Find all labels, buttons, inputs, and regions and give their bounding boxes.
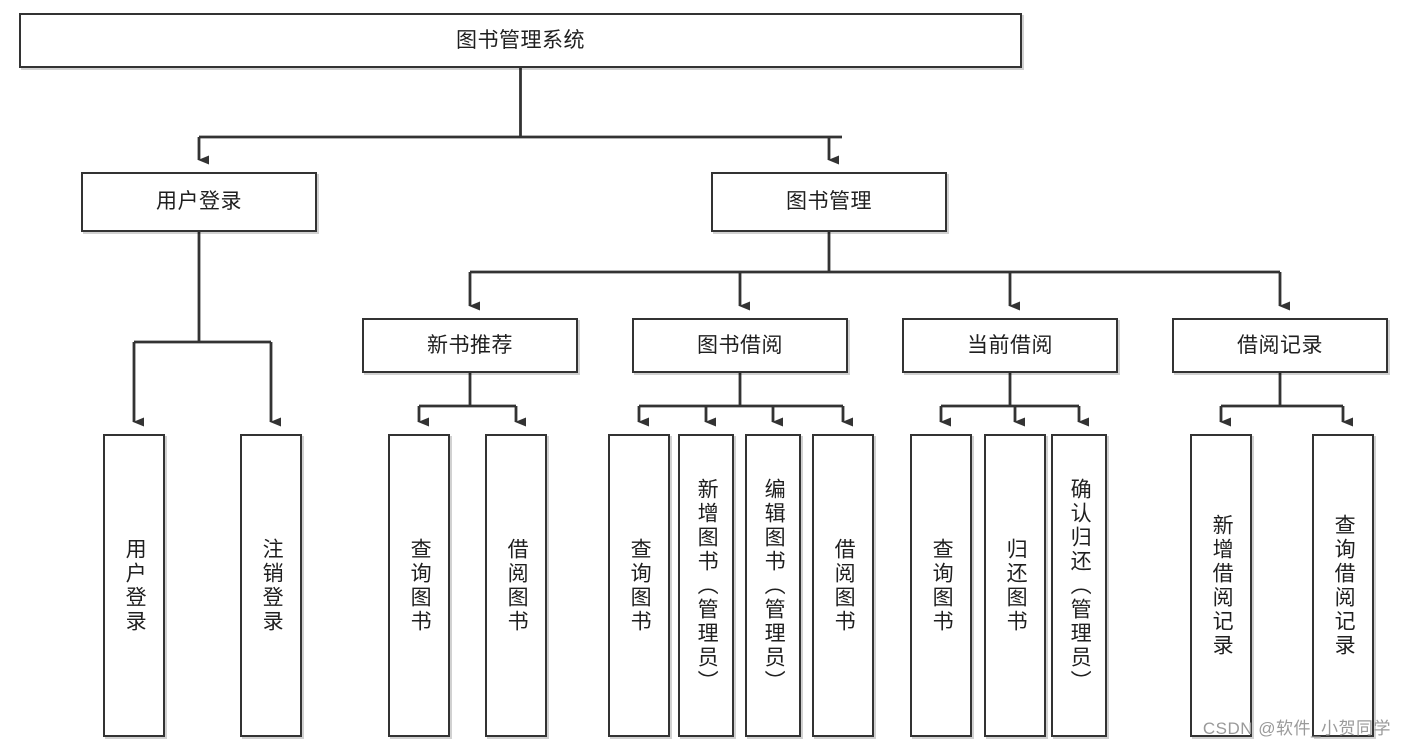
node-leaf-confirm-return-label: 确认归还（管理员） xyxy=(1068,477,1092,694)
node-leaf-borrow-book-2[interactable]: 借阅图书 xyxy=(812,434,874,737)
node-leaf-query-borrow-record-label: 查询借阅记录 xyxy=(1332,513,1356,658)
node-book-borrow-label: 图书借阅 xyxy=(697,333,783,357)
node-leaf-add-borrow-record[interactable]: 新增借阅记录 xyxy=(1190,434,1252,737)
node-leaf-query-book-2-label: 查询图书 xyxy=(628,537,652,634)
node-current-borrow[interactable]: 当前借阅 xyxy=(902,318,1118,373)
node-leaf-borrow-book-2-label: 借阅图书 xyxy=(832,537,856,634)
node-borrow-record[interactable]: 借阅记录 xyxy=(1172,318,1388,373)
node-leaf-edit-book-label: 编辑图书（管理员） xyxy=(762,477,786,694)
node-leaf-edit-book[interactable]: 编辑图书（管理员） xyxy=(745,434,801,737)
node-leaf-return-book[interactable]: 归还图书 xyxy=(984,434,1046,737)
node-book-manage-label: 图书管理 xyxy=(786,190,872,214)
node-book-borrow[interactable]: 图书借阅 xyxy=(632,318,848,373)
node-leaf-query-book-2[interactable]: 查询图书 xyxy=(608,434,670,737)
node-leaf-query-borrow-record[interactable]: 查询借阅记录 xyxy=(1312,434,1374,737)
node-user-login[interactable]: 用户登录 xyxy=(81,172,317,232)
node-borrow-record-label: 借阅记录 xyxy=(1237,333,1323,357)
node-leaf-query-book-1[interactable]: 查询图书 xyxy=(388,434,450,737)
node-leaf-query-book-3[interactable]: 查询图书 xyxy=(910,434,972,737)
node-leaf-borrow-book-1-label: 借阅图书 xyxy=(505,537,529,634)
node-new-book-recommend[interactable]: 新书推荐 xyxy=(362,318,578,373)
node-user-login-label: 用户登录 xyxy=(156,190,242,214)
node-leaf-add-book-label: 新增图书（管理员） xyxy=(695,477,719,694)
node-leaf-user-login[interactable]: 用户登录 xyxy=(103,434,165,737)
node-root-label: 图书管理系统 xyxy=(456,28,585,52)
node-leaf-query-book-3-label: 查询图书 xyxy=(930,537,954,634)
node-book-manage[interactable]: 图书管理 xyxy=(711,172,947,232)
node-leaf-return-book-label: 归还图书 xyxy=(1004,537,1028,634)
node-root[interactable]: 图书管理系统 xyxy=(19,13,1022,68)
node-leaf-add-borrow-record-label: 新增借阅记录 xyxy=(1210,513,1234,658)
node-leaf-user-logout[interactable]: 注销登录 xyxy=(240,434,302,737)
node-leaf-confirm-return[interactable]: 确认归还（管理员） xyxy=(1051,434,1107,737)
node-leaf-user-login-label: 用户登录 xyxy=(123,537,147,634)
csdn-watermark: CSDN @软件_小贺同学 xyxy=(1202,719,1391,738)
node-leaf-add-book[interactable]: 新增图书（管理员） xyxy=(678,434,734,737)
node-current-borrow-label: 当前借阅 xyxy=(967,333,1053,357)
node-new-book-recommend-label: 新书推荐 xyxy=(427,333,513,357)
node-leaf-borrow-book-1[interactable]: 借阅图书 xyxy=(485,434,547,737)
node-leaf-query-book-1-label: 查询图书 xyxy=(408,537,432,634)
node-leaf-user-logout-label: 注销登录 xyxy=(260,537,284,634)
